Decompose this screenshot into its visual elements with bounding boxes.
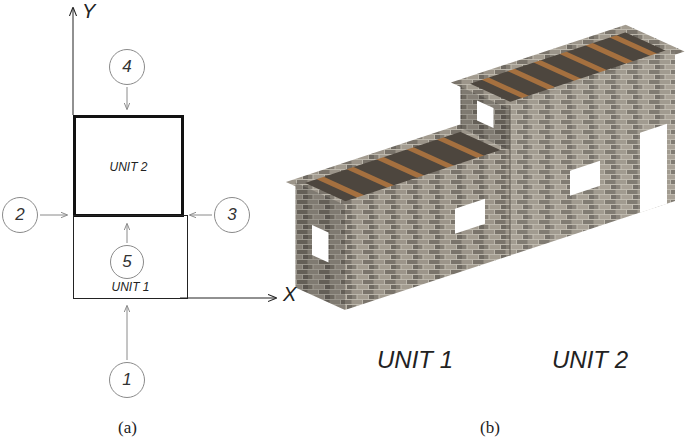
callout-number: 3	[227, 205, 236, 225]
building-model	[296, 29, 676, 310]
unit-name: UNIT 2	[76, 160, 181, 174]
unit-box: UNIT 1 5	[73, 215, 188, 299]
y-axis	[73, 8, 74, 115]
callout-circle: 3	[214, 197, 250, 233]
callout-number: 1	[122, 370, 131, 390]
load-direction-arrow	[190, 215, 212, 216]
panel-caption: (b)	[480, 418, 500, 438]
callout-number: 4	[122, 57, 131, 77]
unit-box: UNIT 2	[73, 115, 184, 217]
load-direction-arrow	[127, 306, 128, 360]
callout-circle: 5	[110, 245, 144, 279]
load-direction-arrow	[40, 215, 67, 216]
unit-name: UNIT 1	[74, 280, 187, 294]
axis-label: X	[283, 283, 296, 306]
panel-caption: (a)	[118, 418, 137, 438]
unit-label: UNIT 1	[377, 346, 453, 374]
load-direction-arrow	[127, 87, 128, 109]
axis-label: Y	[82, 0, 95, 23]
callout-circle: 2	[2, 197, 38, 233]
x-axis	[180, 298, 276, 299]
callout-number: 5	[122, 252, 131, 272]
unit-label: UNIT 2	[552, 346, 628, 374]
callout-number: 2	[15, 205, 24, 225]
callout-circle: 1	[109, 362, 145, 398]
load-direction-arrow	[127, 224, 128, 243]
callout-circle: 4	[109, 49, 145, 85]
